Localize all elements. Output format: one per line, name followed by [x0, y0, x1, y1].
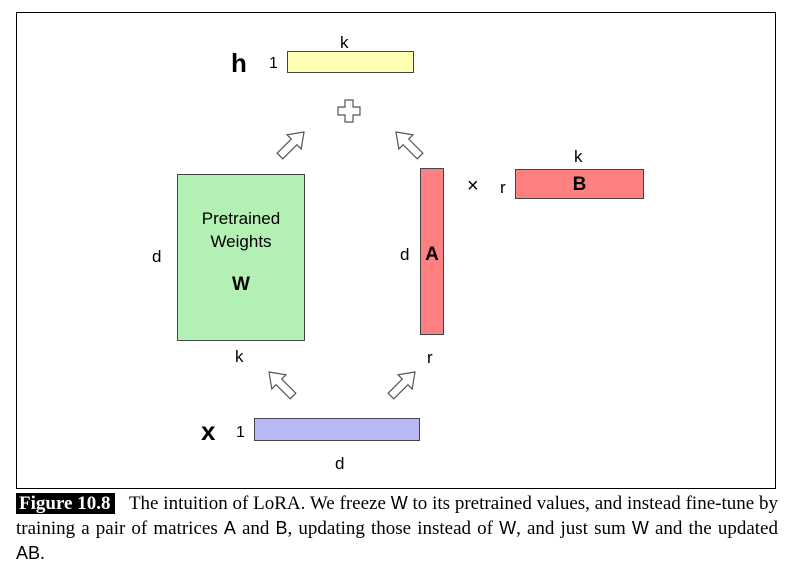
w-text-line2: Weights	[210, 232, 272, 251]
caption-symbol-w: W	[499, 518, 517, 538]
w-matrix	[177, 174, 305, 341]
w-symbol: W	[232, 274, 250, 295]
caption-symbol-a: A	[223, 518, 236, 538]
caption-text: and the updated	[648, 518, 778, 539]
a-cols-label: r	[427, 348, 433, 367]
up-left-arrow-icon	[268, 371, 297, 400]
caption-symbol-ab: AB	[16, 543, 41, 563]
h-vector	[287, 51, 414, 73]
caption-text: .	[40, 543, 45, 564]
caption-symbol-w: W	[390, 493, 408, 513]
x-label: x	[201, 416, 216, 446]
h-label: h	[231, 48, 247, 78]
times-symbol: ×	[467, 175, 479, 197]
caption-text: and	[235, 518, 276, 539]
h-rows-label: 1	[269, 55, 278, 72]
b-cols-label: k	[574, 147, 583, 166]
b-symbol: B	[572, 174, 587, 195]
x-rows-label: 1	[236, 424, 245, 441]
plus-icon	[337, 99, 361, 123]
a-symbol: A	[425, 244, 439, 265]
figure-caption: Figure 10.8 The intuition of LoRA. We fr…	[16, 491, 778, 566]
caption-text: to its pretrained values, and instead fi…	[16, 493, 778, 539]
h-cols-label: k	[340, 33, 349, 52]
caption-symbol-w: W	[631, 518, 649, 538]
caption-text: , and just sum	[516, 518, 632, 539]
w-text-line1: Pretrained	[201, 209, 281, 228]
figure-label: Figure 10.8	[16, 493, 115, 514]
x-cols-label: d	[335, 454, 345, 473]
caption-symbol-b: B	[275, 518, 288, 538]
up-right-arrow-icon	[387, 371, 416, 400]
b-matrix	[515, 169, 644, 199]
up-right-arrow-icon	[276, 131, 305, 160]
a-matrix	[420, 168, 444, 335]
w-rows-label: d	[152, 247, 162, 266]
b-rows-label: r	[500, 178, 506, 197]
a-rows-label: d	[400, 245, 410, 264]
up-left-arrow-icon	[395, 131, 424, 160]
caption-text: , updating those instead of	[287, 518, 500, 539]
diagram-frame	[16, 12, 776, 489]
caption-text: The intuition of LoRA. We freeze	[128, 493, 391, 514]
x-vector	[254, 418, 420, 441]
w-cols-label: k	[235, 347, 244, 366]
